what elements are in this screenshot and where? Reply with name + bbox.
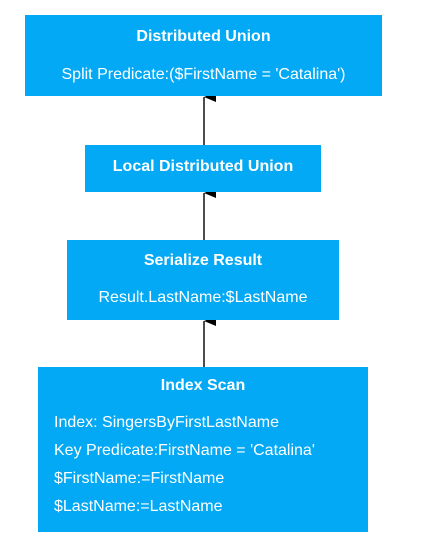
node-detail-line: Split Predicate:($FirstName = 'Catalina'… (61, 66, 346, 83)
node-detail-line: $LastName:=LastName (54, 498, 223, 515)
node-title: Index Scan (160, 377, 246, 394)
node-detail-line: Result.LastName:$LastName (98, 289, 308, 306)
node-detail-line: Key Predicate:FirstName = 'Catalina' (54, 442, 315, 459)
node-title: Serialize Result (143, 252, 263, 269)
node-local-distributed-union: Local Distributed Union (85, 145, 321, 192)
node-index-scan: Index Scan Index: SingersByFirstLastName… (38, 367, 368, 532)
node-title: Distributed Union (136, 28, 271, 45)
node-detail-line: $FirstName:=FirstName (54, 470, 225, 487)
node-serialize-result: Serialize Result Result.LastName:$LastNa… (67, 240, 339, 320)
node-title: Local Distributed Union (112, 158, 294, 175)
node-distributed-union: Distributed Union Split Predicate:($Firs… (25, 15, 382, 96)
node-detail-line: Index: SingersByFirstLastName (54, 414, 279, 431)
